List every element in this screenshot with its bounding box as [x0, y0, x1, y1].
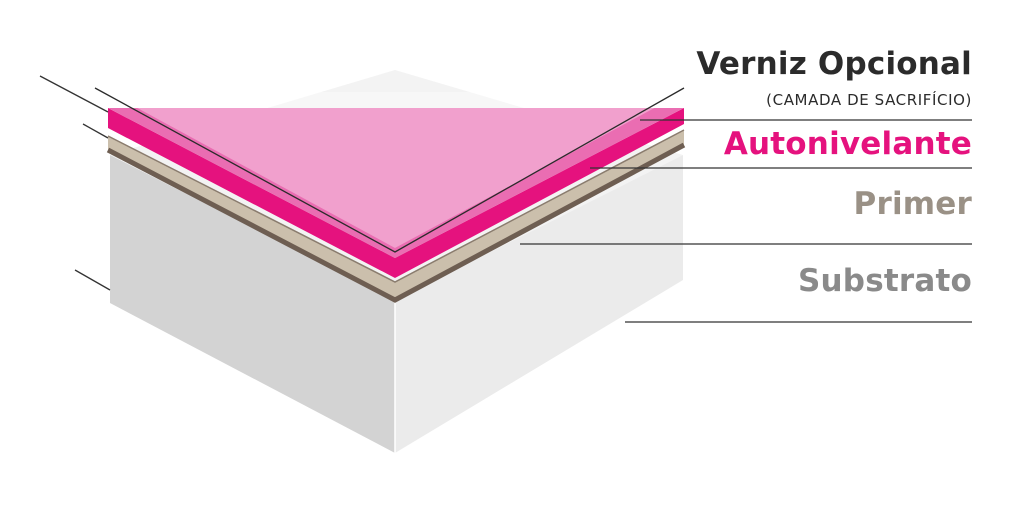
varnish-edge — [94, 87, 685, 253]
leader-substrate-left — [74, 269, 111, 291]
substrate-right-face — [395, 155, 683, 453]
substrate-label: Substrato — [798, 263, 972, 299]
substrate-left-face — [110, 155, 395, 453]
self-leveling-layer — [108, 108, 684, 278]
varnish-sheet — [108, 92, 684, 248]
leader-varnish-left — [39, 75, 109, 113]
varnish-sublabel: (CAMADA DE SACRIFÍCIO) — [766, 91, 972, 109]
varnish-label: Verniz Opcional — [696, 46, 972, 82]
self-leveling-top — [108, 108, 684, 258]
primer-lower-edge — [106, 142, 686, 303]
self-leveling-label: Autonivelante — [723, 126, 972, 162]
varnish-layer — [94, 87, 685, 253]
primer-upper-edge — [107, 129, 685, 283]
leader-self-leveling-left — [82, 123, 109, 139]
leader-lines — [39, 75, 972, 323]
primer-layer — [106, 129, 686, 303]
primer-label: Primer — [853, 186, 972, 222]
